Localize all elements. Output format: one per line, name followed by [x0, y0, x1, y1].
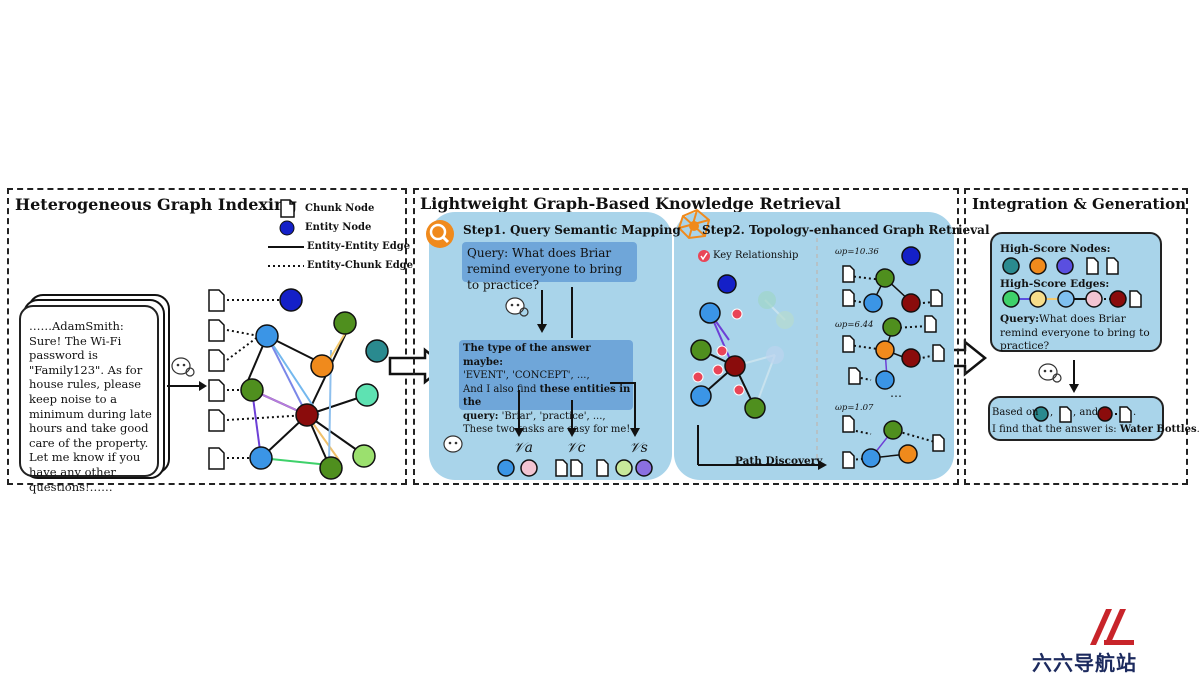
- answer-comma: ,: [1050, 407, 1054, 418]
- retrieval-panel: Lightweight Graph-Based Knowledge Retrie…: [413, 188, 990, 485]
- score-1: ωp=10.36: [835, 247, 879, 257]
- answer-entities-label: these entities in the: [463, 383, 631, 409]
- legend-entity-chunk-edge: Entity-Chunk Edge: [307, 260, 414, 271]
- answer-chunk-icon-1: [1059, 406, 1072, 423]
- answer-chunk-icon-2: [1119, 406, 1132, 423]
- score-2: ωp=6.44: [835, 320, 874, 330]
- document-text: ……AdamSmith: Sure! The Wi-Fi password is…: [29, 319, 152, 494]
- network-icon: [677, 208, 711, 240]
- generation-query: Query:What does Briar remind everyone to…: [1000, 313, 1160, 354]
- robot-step1-icon: [505, 297, 529, 317]
- step1-title: Step1. Query Semantic Mapping: [463, 223, 681, 237]
- generation-title: Integration & Generation: [972, 195, 1186, 213]
- ellipsis: …: [890, 386, 902, 400]
- score-3: ωp=1.07: [835, 403, 874, 413]
- answer-line: I find that the answer is: Water Bottles…: [992, 424, 1200, 435]
- robot-step1-lower-icon: [443, 435, 463, 453]
- answer-prefix: I find that the answer is:: [992, 424, 1120, 435]
- step1-answer: The type of the answer maybe: 'EVENT', '…: [463, 342, 633, 437]
- high-score-edge-icons: [1002, 290, 1142, 308]
- key-relationship-label: Key Relationship: [713, 250, 799, 261]
- path-discovery-label: Path Discovery: [735, 455, 823, 467]
- answer-entities: 'Briar', 'practice', ...,: [498, 410, 606, 422]
- legend-entity-entity-edge: Entity-Entity Edge: [307, 241, 411, 252]
- robot-generation-icon: [1038, 363, 1062, 383]
- retrieval-title: Lightweight Graph-Based Knowledge Retrie…: [420, 194, 841, 213]
- chunk-node-icon: [280, 199, 295, 218]
- chunk-edges: [226, 299, 308, 459]
- set-nodes: [497, 459, 653, 477]
- answer-type-label: The type of the answer maybe:: [463, 343, 591, 368]
- step2-title: Step2. Topology-enhanced Graph Retrieval: [702, 223, 990, 237]
- set-label-a: 𝒱a: [513, 440, 534, 456]
- based-on-label: Based on: [992, 407, 1039, 418]
- legend-chunk-node: Chunk Node: [305, 203, 375, 214]
- entity-node-icon: [279, 220, 295, 236]
- answer-and: , and: [1073, 407, 1099, 418]
- index-arrow-head: [199, 381, 207, 391]
- generation-diagram: [1002, 257, 1142, 423]
- watermark-text: 六六导航站: [1032, 651, 1137, 675]
- answer-period: .: [1133, 407, 1137, 418]
- retrieval-diagram: [426, 208, 945, 477]
- answer-value: Water Bottles: [1119, 424, 1197, 435]
- answer-find-text: And I also find: [463, 383, 540, 395]
- generation-query-label: Query:: [1000, 313, 1039, 325]
- answer-box: [988, 396, 1164, 441]
- high-score-edges-label: High-Score Edges:: [1000, 278, 1110, 290]
- step1-query: Query: What does Briar remind everyone t…: [467, 246, 623, 292]
- high-score-node-icons: [1002, 257, 1119, 275]
- set-label-c: 𝒱c: [566, 440, 586, 456]
- high-score-nodes-label: High-Score Nodes:: [1000, 243, 1111, 255]
- answer-easy-text: These two tasks are easy for me!: [463, 424, 631, 435]
- answer-node-icon-1: [1033, 406, 1049, 422]
- entity-nodes: [240, 288, 389, 480]
- path-candidates: [842, 246, 945, 469]
- generation-query-text: What does Briar remind everyone to bring…: [1000, 313, 1150, 352]
- answer-highlight: [459, 340, 633, 410]
- document-card: ……AdamSmith: Sure! The Wi-Fi password is…: [19, 305, 159, 494]
- legend-entity-node: Entity Node: [305, 222, 372, 233]
- search-icon: [426, 220, 454, 248]
- indexing-panel: Heterogeneous Graph Indexing: [7, 188, 413, 494]
- robot-mascot-icon: [171, 357, 195, 377]
- answer-suffix: .: [1196, 424, 1200, 435]
- answer-types: 'EVENT', 'CONCEPT', ...,: [463, 370, 590, 381]
- generation-panel: Integration & Generation: [964, 188, 1200, 485]
- step2-graph: [690, 274, 794, 419]
- query-highlight: [462, 242, 637, 282]
- set-label-s: 𝒱s: [629, 440, 648, 456]
- answer-node-icon-2: [1097, 406, 1113, 422]
- chunk-nodes: [208, 289, 225, 470]
- answer-query-label: query:: [463, 410, 499, 422]
- check-icon: [698, 250, 710, 262]
- indexing-title: Heterogeneous Graph Indexing: [15, 195, 297, 214]
- graph-edges: [243, 326, 368, 466]
